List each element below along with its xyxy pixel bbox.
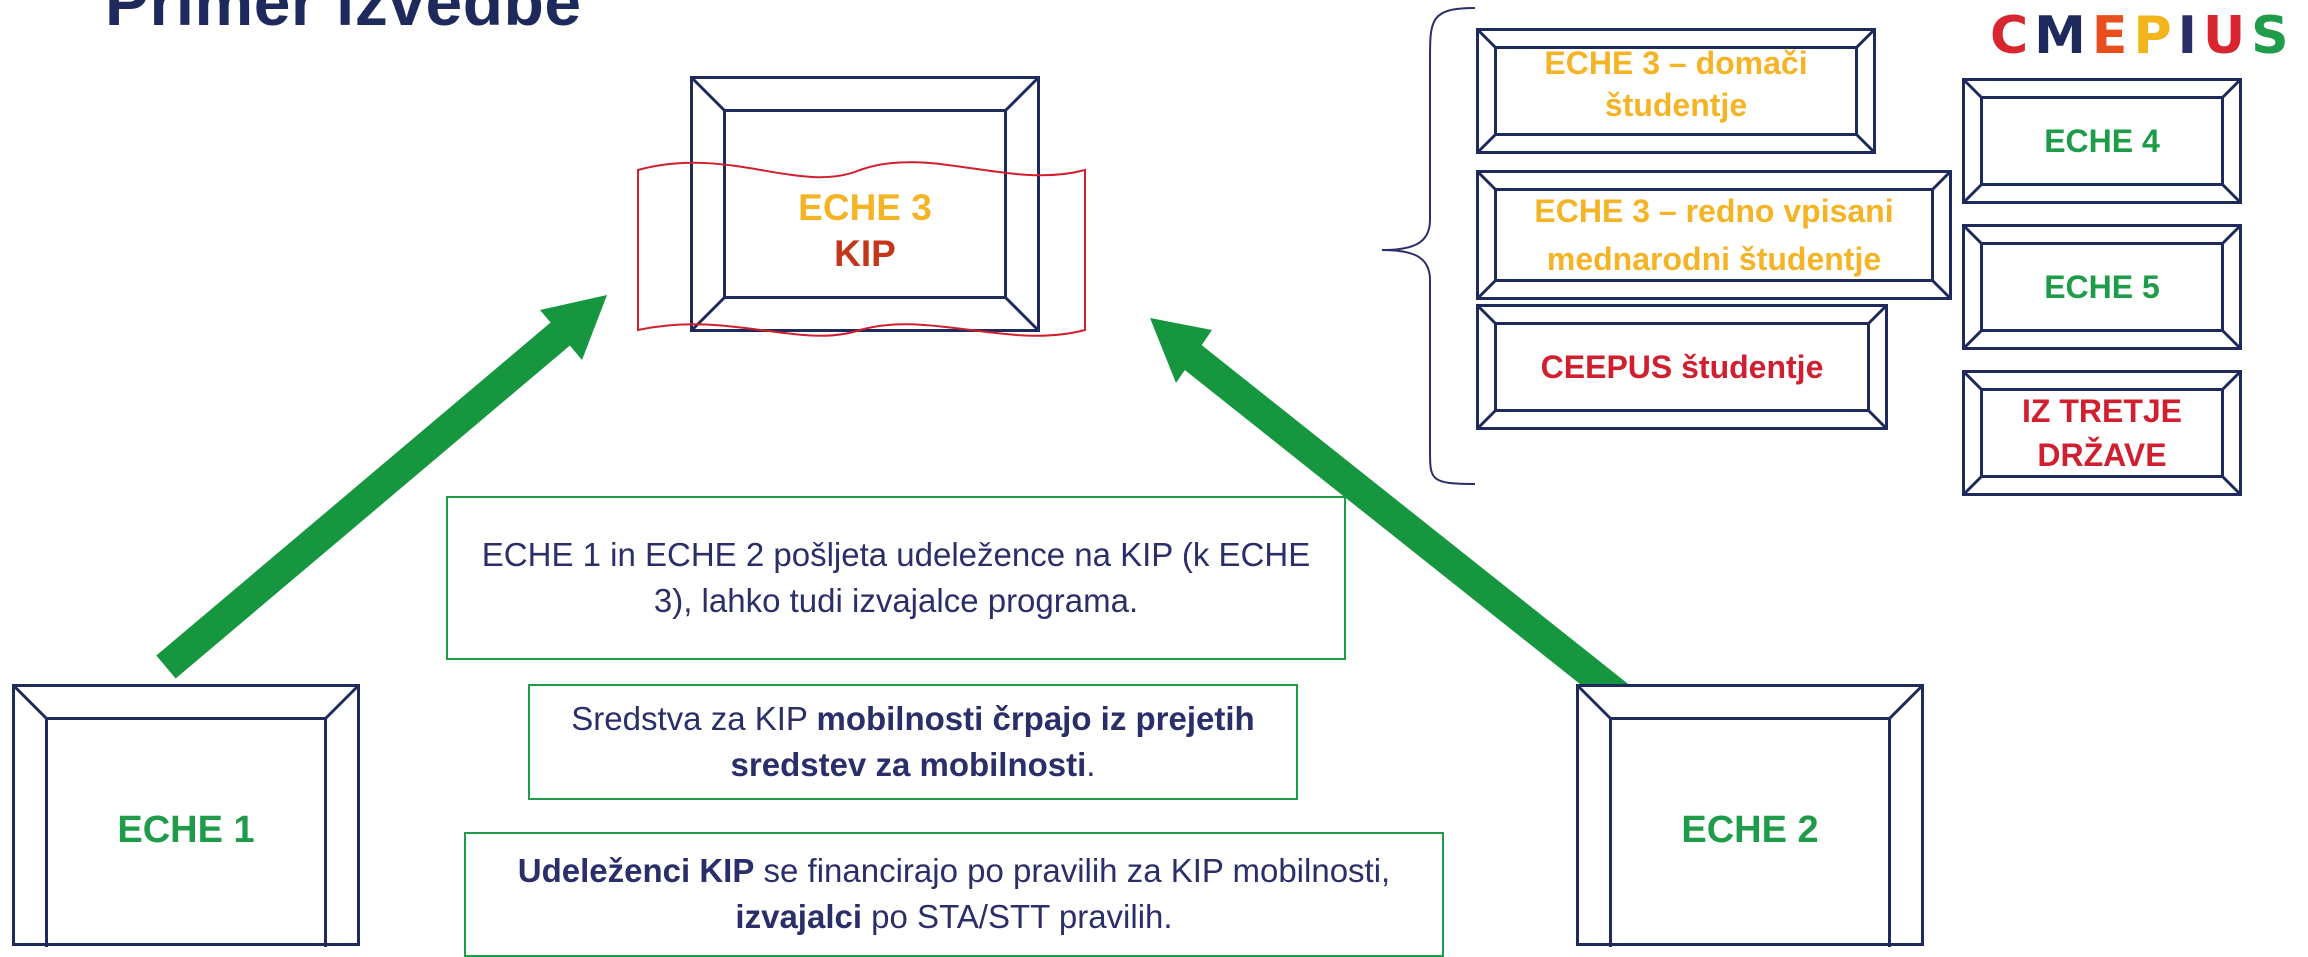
eche1-box: ECHE 1 [12, 684, 360, 947]
eche3-line: ECHE 3 [798, 187, 932, 228]
eche4-box: ECHE 4 [1962, 78, 2242, 204]
domestic-students-box: ECHE 3 – domači študentje [1476, 28, 1876, 154]
note-funding-text: Sredstva za KIP mobilnosti črpajo iz pre… [571, 700, 1255, 783]
third-country-label: IZ TRETJE DRŽAVE [2021, 393, 2182, 473]
note-funding: Sredstva za KIP mobilnosti črpajo iz pre… [528, 684, 1298, 800]
bevel-lines [1477, 171, 1951, 299]
eche5-label: ECHE 5 [2044, 268, 2160, 305]
international-students-box: ECHE 3 – redno vpisani mednarodni študen… [1476, 170, 1952, 300]
ceepus-students-box: CEEPUS študentje [1476, 304, 1888, 430]
eche1-label: ECHE 1 [117, 808, 255, 851]
note-participants-text: Udeleženci KIP se financirajo po pravili… [517, 852, 1391, 935]
arrow-shaft-left [156, 318, 575, 679]
group-brace [1381, 7, 1476, 485]
logo-letter: U [2202, 6, 2252, 66]
eche5-box: ECHE 5 [1962, 224, 2242, 350]
kip-banner [637, 161, 1086, 337]
eche3-kip-label: ECHE 3 KIP [690, 176, 1040, 286]
note-sending-text: ECHE 1 in ECHE 2 pošljeta udeležence na … [481, 536, 1311, 619]
bevel-lines [1477, 305, 1887, 429]
bevel-lines [691, 77, 1039, 331]
logo-letter: C [1990, 6, 2035, 66]
logo-letter: I [2177, 6, 2203, 66]
bevel-lines [1477, 29, 1875, 153]
eche2-label: ECHE 2 [1681, 808, 1819, 851]
note-sending: ECHE 1 in ECHE 2 pošljeta udeležence na … [446, 496, 1346, 660]
logo-letter: S [2251, 6, 2295, 66]
third-country-box: IZ TRETJE DRŽAVE [1962, 370, 2242, 496]
eche2-box: ECHE 2 [1576, 684, 1924, 947]
arrow-shaft-right [1180, 343, 1677, 746]
international-students-label: ECHE 3 – redno vpisani mednarodni študen… [1534, 193, 1894, 277]
ceepus-students-label: CEEPUS študentje [1540, 348, 1824, 385]
eche4-label: ECHE 4 [2044, 122, 2160, 159]
bevel-lines [1963, 371, 2241, 495]
eche3-kip-box [690, 76, 1040, 332]
arrow-head-left [540, 295, 607, 360]
bevel-lines [1963, 79, 2241, 203]
note-participants: Udeleženci KIP se financirajo po pravili… [464, 832, 1444, 957]
cmepius-logo: CMEPIUS [1990, 6, 2295, 66]
logo-letter: P [2133, 6, 2178, 66]
arrow-head-right [1150, 318, 1212, 383]
kip-line: KIP [834, 233, 896, 274]
bevel-lines [1577, 685, 1923, 721]
bevel-lines [1963, 225, 2241, 349]
logo-letter: M [2034, 6, 2092, 66]
slide-title: Primer izvedbe [105, 0, 582, 39]
bevel-lines [13, 685, 359, 721]
logo-letter: E [2091, 6, 2134, 66]
domestic-students-label: ECHE 3 – domači študentje [1544, 45, 1808, 123]
